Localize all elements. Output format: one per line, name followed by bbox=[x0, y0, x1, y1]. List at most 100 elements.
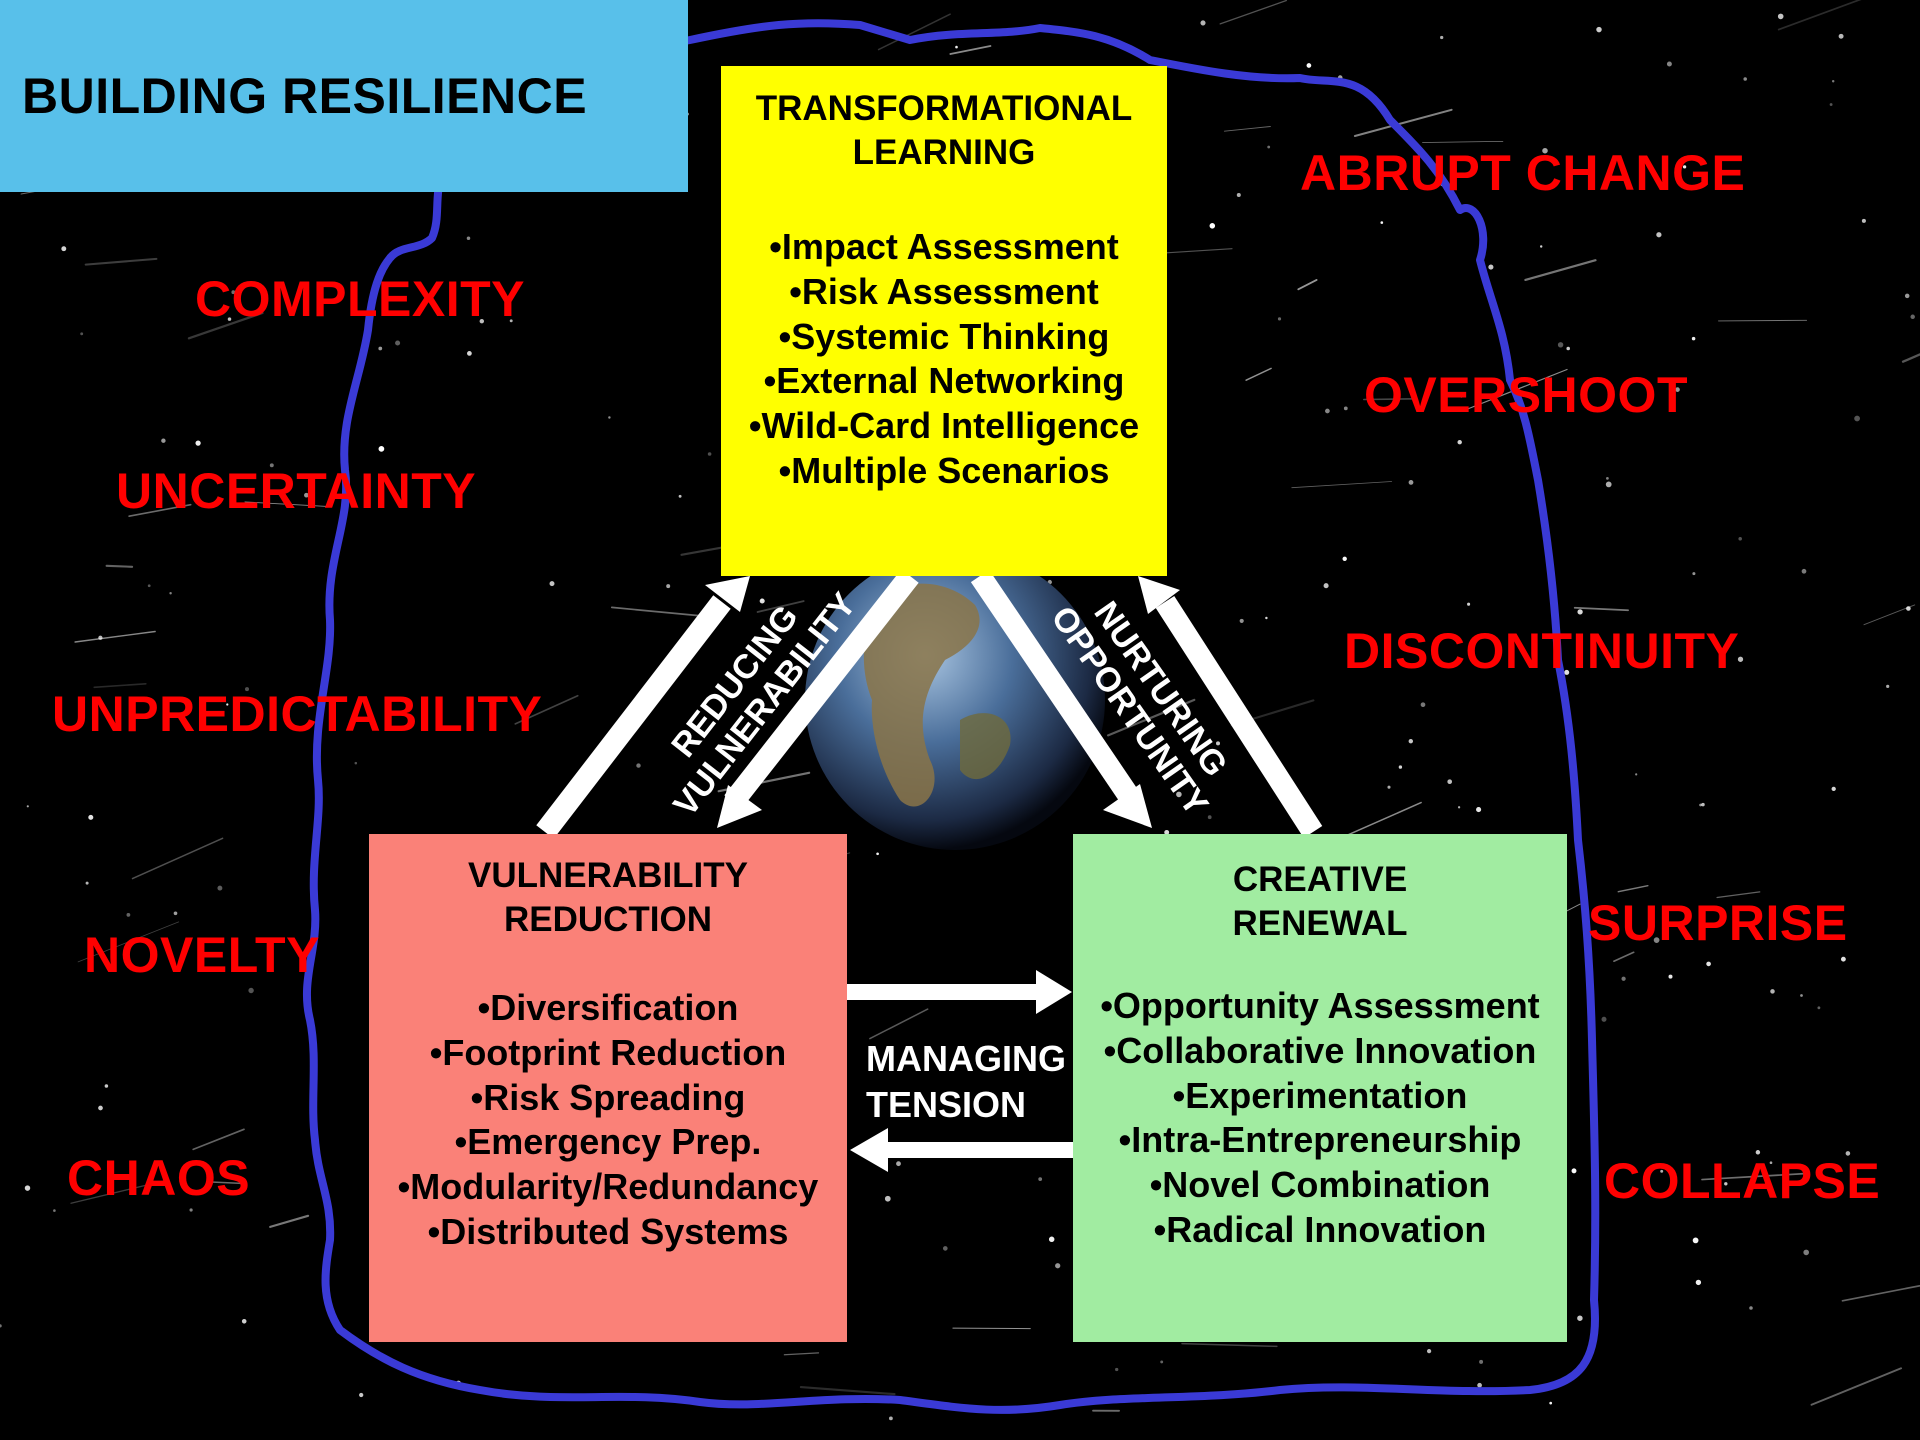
star bbox=[1666, 61, 1672, 67]
star bbox=[666, 584, 671, 589]
star-streak bbox=[93, 683, 147, 689]
star bbox=[1176, 791, 1182, 798]
threat-label-uncertainty: UNCERTAINTY bbox=[116, 463, 477, 519]
threat-label-unpredictability: UNPREDICTABILITY bbox=[52, 686, 543, 742]
star bbox=[479, 318, 485, 324]
star bbox=[1342, 556, 1347, 561]
star bbox=[1457, 806, 1461, 809]
threat-label-abrupt-change: ABRUPT CHANGE bbox=[1300, 145, 1746, 201]
star bbox=[678, 494, 682, 498]
star-streak bbox=[952, 1327, 1031, 1330]
star bbox=[608, 416, 611, 419]
star-streak bbox=[1617, 884, 1649, 893]
arrow-label-line: MANAGING bbox=[866, 1038, 1066, 1079]
star bbox=[955, 45, 958, 49]
star bbox=[636, 763, 641, 768]
star bbox=[1838, 33, 1844, 39]
star-streak bbox=[1422, 140, 1504, 143]
star bbox=[1682, 165, 1687, 169]
page-title: BUILDING RESILIENCE bbox=[22, 68, 588, 124]
star bbox=[1743, 77, 1747, 81]
star bbox=[1801, 568, 1807, 574]
star bbox=[53, 1209, 56, 1212]
star-streak bbox=[877, 13, 951, 51]
threat-label-discontinuity: DISCONTINUITY bbox=[1344, 623, 1740, 679]
star-streak bbox=[70, 1179, 168, 1204]
star-streak bbox=[128, 503, 192, 517]
star-streak bbox=[1901, 353, 1920, 363]
star bbox=[1325, 408, 1330, 414]
star bbox=[1749, 1306, 1753, 1310]
star bbox=[1692, 572, 1696, 576]
star bbox=[1115, 1367, 1119, 1372]
star bbox=[1770, 989, 1775, 994]
star bbox=[1476, 807, 1482, 813]
list-item: Risk Assessment bbox=[721, 270, 1167, 315]
list-item: Wild-Card Intelligence bbox=[721, 404, 1167, 449]
star-streak bbox=[610, 606, 705, 617]
star bbox=[1831, 80, 1835, 83]
star-streak bbox=[869, 1008, 929, 1040]
title-banner: BUILDING RESILIENCE bbox=[0, 0, 688, 192]
star bbox=[1408, 479, 1414, 485]
star bbox=[1160, 1360, 1164, 1364]
star bbox=[1542, 147, 1548, 154]
star bbox=[1387, 785, 1391, 789]
star bbox=[1675, 387, 1680, 392]
list-item: Risk Spreading bbox=[369, 1076, 847, 1121]
star bbox=[1854, 415, 1860, 422]
star-streak bbox=[1353, 108, 1453, 137]
star-streak bbox=[1245, 367, 1272, 381]
box-heading: REDUCTION bbox=[503, 900, 713, 939]
star-streak bbox=[105, 564, 134, 568]
star bbox=[1831, 786, 1836, 792]
star bbox=[707, 452, 712, 456]
star bbox=[1653, 937, 1660, 943]
star-streak bbox=[74, 630, 156, 643]
star bbox=[395, 340, 401, 346]
star bbox=[85, 881, 89, 885]
star bbox=[1777, 13, 1784, 20]
star bbox=[1048, 1236, 1055, 1243]
star-streak bbox=[783, 1352, 820, 1356]
star-streak bbox=[1701, 1172, 1808, 1181]
star bbox=[1447, 779, 1453, 785]
star bbox=[1706, 961, 1711, 967]
threat-label-overshoot: OVERSHOOT bbox=[1364, 367, 1688, 423]
star-streak bbox=[1863, 604, 1916, 626]
star bbox=[244, 687, 250, 692]
star bbox=[1829, 103, 1833, 106]
star-streak bbox=[1291, 481, 1393, 489]
box-heading: LEARNING bbox=[852, 133, 1036, 172]
star bbox=[1539, 245, 1543, 248]
star bbox=[1398, 765, 1403, 769]
star-streak bbox=[84, 257, 158, 266]
box-heading: RENEWAL bbox=[1232, 904, 1408, 943]
creative-renewal-box: CREATIVE RENEWAL Opportunity Assessment … bbox=[1073, 834, 1567, 1342]
star bbox=[1596, 26, 1602, 33]
star bbox=[0, 1324, 2, 1328]
star-streak bbox=[1219, 0, 1287, 25]
star bbox=[549, 581, 555, 587]
threat-label-collapse: COLLAPSE bbox=[1604, 1153, 1881, 1209]
star bbox=[1477, 1382, 1482, 1388]
star bbox=[1236, 193, 1241, 197]
star bbox=[1440, 35, 1444, 40]
star-streak bbox=[949, 45, 992, 55]
star bbox=[1306, 63, 1312, 68]
star-streak bbox=[756, 600, 805, 613]
star bbox=[1566, 346, 1570, 351]
star-streak bbox=[269, 1214, 310, 1228]
star bbox=[26, 805, 29, 808]
star bbox=[1692, 1237, 1699, 1244]
star bbox=[1408, 738, 1414, 744]
star-streak bbox=[1810, 1367, 1903, 1406]
star bbox=[231, 290, 236, 295]
transformational-learning-box: TRANSFORMATIONAL LEARNING Impact Assessm… bbox=[721, 66, 1167, 576]
list-item: Opportunity Assessment bbox=[1073, 984, 1567, 1029]
star bbox=[1886, 684, 1890, 689]
star bbox=[1668, 974, 1673, 979]
star bbox=[1488, 264, 1494, 270]
star-streak bbox=[187, 311, 264, 340]
star-streak bbox=[131, 837, 224, 880]
